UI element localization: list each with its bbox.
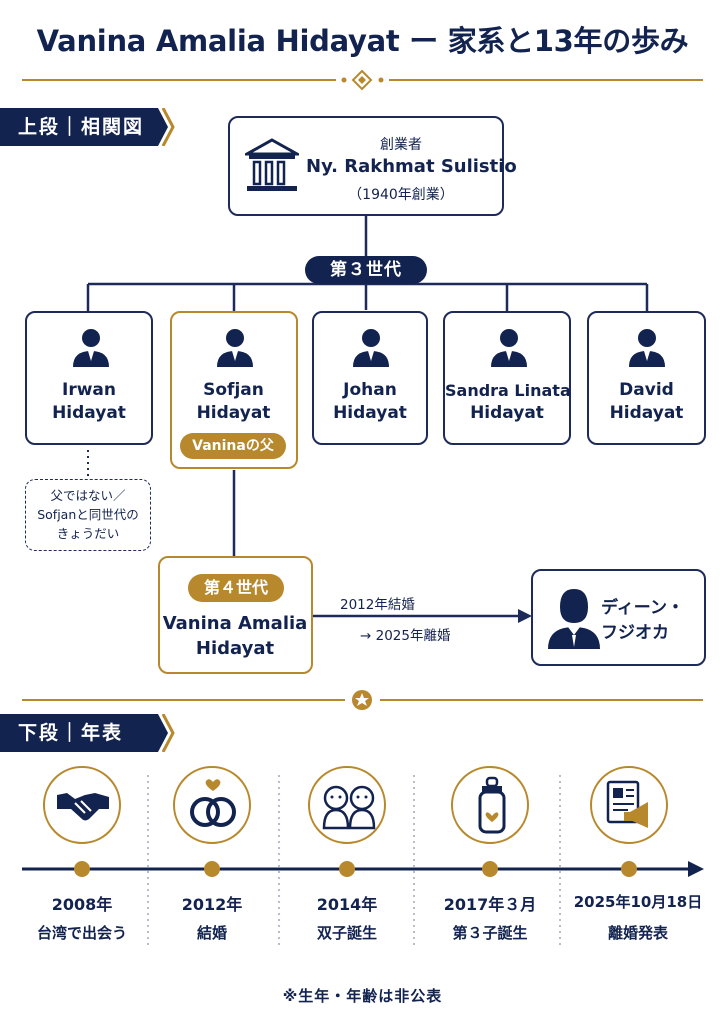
member-last-name: Hidayat [196,403,271,423]
irwan-note-line: Sofjanと同世代の [37,507,139,522]
timeline-year: 2017年３月 [443,895,537,914]
timeline-dot [482,861,498,877]
vanina-box: 第４世代 Vanina Amalia Hidayat [158,556,313,674]
timeline-circle [590,766,668,844]
timeline-circle [43,766,121,844]
timeline-desc: 第３子誕生 [452,924,528,942]
section-divider [22,690,703,710]
upper-section-label: 上段｜相関図 [0,108,175,146]
timeline-desc: 離婚発表 [607,924,668,942]
timeline-dot [621,861,637,877]
member-first-name: Irwan [62,380,116,400]
person-icon [491,329,527,367]
person-icon [548,589,600,649]
founder-box: 創業者 Ny. Rakhmat Sulistio （1940年創業） [228,116,517,216]
timeline-dot [74,861,90,877]
generation4-label: 第４世代 [188,574,284,602]
announcement-icon [606,780,648,828]
page-title: Vanina Amalia Hidayat ー 家系と13年の歩み [36,24,689,58]
timeline-year: 2008年 [51,895,113,914]
member-last-name: Hidayat [470,403,544,423]
father-badge: Vaninaの父 [180,433,286,459]
vanina-name-line2: Hidayat [195,638,275,659]
timeline-circle [173,766,251,844]
founder-role: 創業者 [380,137,422,153]
handshake-icon [57,793,109,821]
timeline-desc: 台湾で出会う [36,924,127,942]
timeline-circle [308,766,386,844]
irwan-note-line: きょうだい [56,526,120,541]
building-icon [245,138,299,191]
person-icon [629,329,665,367]
timeline-axis [22,775,704,945]
member-last-name: Hidayat [333,403,407,423]
member-box-david: David Hidayat [587,311,706,445]
member-box-irwan: Irwan Hidayat [25,311,153,445]
spouse-name-line1: ディーン・ [601,598,684,618]
title-divider [22,69,703,91]
timeline-dot [339,861,355,877]
timeline-desc: 双子誕生 [316,924,377,942]
member-first-name: David [619,380,674,400]
person-icon [217,329,253,367]
member-first-name: Sofjan [203,380,264,400]
baby-bottle-icon [478,776,506,834]
member-first-name: Johan [343,380,397,400]
timeline-desc: 結婚 [196,924,227,942]
founder-name: Ny. Rakhmat Sulistio [306,156,517,177]
twins-icon [322,785,376,830]
person-icon [73,329,109,367]
lower-section-label: 下段｜年表 [0,714,175,752]
marriage-year: 2012年結婚 [340,597,415,613]
rings-icon [190,779,236,827]
timeline-dot [204,861,220,877]
member-box-sofjan: Sofjan Hidayat Vaninaの父 [170,311,298,469]
timeline-year: 2014年 [316,895,378,914]
timeline-year: 2025年10月18日 [573,893,703,911]
member-first-name: Sandra Linata [445,381,571,400]
timeline-circle [451,766,529,844]
footnote: ※生年・年齢は非公表 [282,987,443,1005]
timeline-year: 2012年 [181,895,243,914]
irwan-note-line: 父ではない／ [50,488,126,503]
vanina-name-line1: Vanina Amalia [162,613,308,634]
generation3-label: 第３世代 [305,256,427,284]
spouse-name-line2: フジオカ [601,623,669,643]
spouse-box: ディーン・ フジオカ [531,569,706,666]
irwan-note: 父ではない／ Sofjanと同世代の きょうだい [25,479,151,551]
founder-note: （1940年創業） [348,187,454,203]
person-icon [353,329,389,367]
member-last-name: Hidayat [52,403,126,423]
member-box-sandra: Sandra Linata Hidayat [443,311,571,445]
member-box-johan: Johan Hidayat [312,311,428,445]
member-last-name: Hidayat [609,403,684,423]
divorce-year: → 2025年離婚 [360,628,451,644]
tree-connectors [86,216,649,623]
